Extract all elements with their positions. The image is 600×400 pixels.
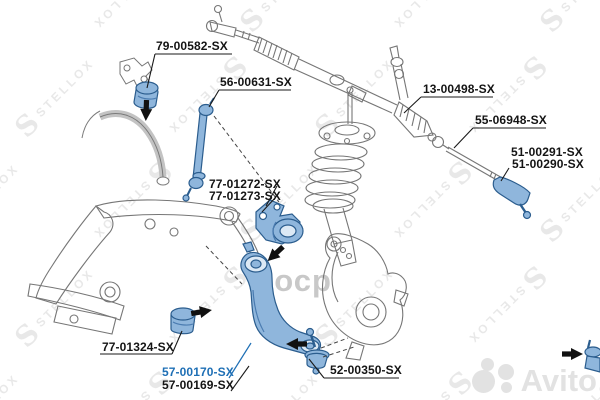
avito-watermark-text: Avito — [520, 362, 597, 398]
avito-watermark: Avito — [471, 357, 597, 398]
assembly-arrows — [139, 99, 583, 360]
part-label-steering-boot: 13-00498-SX — [423, 82, 495, 96]
label-leader-lines — [100, 53, 546, 392]
part-label-control-arm-highlight: 57-00170-SX — [162, 365, 234, 379]
edge-ball-joint-part — [584, 339, 600, 373]
part-label-tie-rod-end-a: 51-00291-SX — [511, 145, 583, 159]
part-label-tie-rod-end-b: 51-00290-SX — [512, 157, 584, 171]
part-label-ball-joint: 52-00350-SX — [330, 363, 402, 377]
part-label-inner-tie-rod: 55-06948-SX — [475, 113, 547, 127]
part-label-arm-bracket-b: 77-01273-SX — [209, 189, 281, 203]
part-label-stabilizer-bushing: 79-00582-SX — [156, 39, 228, 53]
stabilizer-link-part — [182, 97, 215, 202]
steering-rack-drawing — [205, 4, 437, 142]
tie-rod-end-part — [492, 176, 532, 220]
stabilizer-bushing-part — [133, 81, 159, 109]
avito-logo-icon — [471, 357, 518, 395]
control-arm-part — [240, 241, 322, 356]
arm-front-bushing-part — [170, 307, 196, 335]
strut-spring-drawing — [304, 86, 376, 267]
part-label-control-arm-alt: 57-00169-SX — [162, 378, 234, 392]
ball-joint-part — [304, 327, 330, 375]
arm-bracket-part — [255, 199, 304, 245]
part-label-arm-front-bushing: 77-01324-SX — [102, 340, 174, 354]
highlight-leader-line — [228, 342, 252, 379]
assembly-axis-lines — [205, 115, 355, 358]
stabilizer-bar-drawing — [81, 57, 170, 186]
part-label-arm-bracket-a: 77-01272-SX — [209, 177, 281, 191]
part-label-stabilizer-link: 56-00631-SX — [220, 75, 292, 89]
subframe-drawing — [27, 199, 261, 335]
inner-tie-rod-drawing — [431, 135, 505, 184]
steering-knuckle-drawing — [321, 233, 409, 361]
